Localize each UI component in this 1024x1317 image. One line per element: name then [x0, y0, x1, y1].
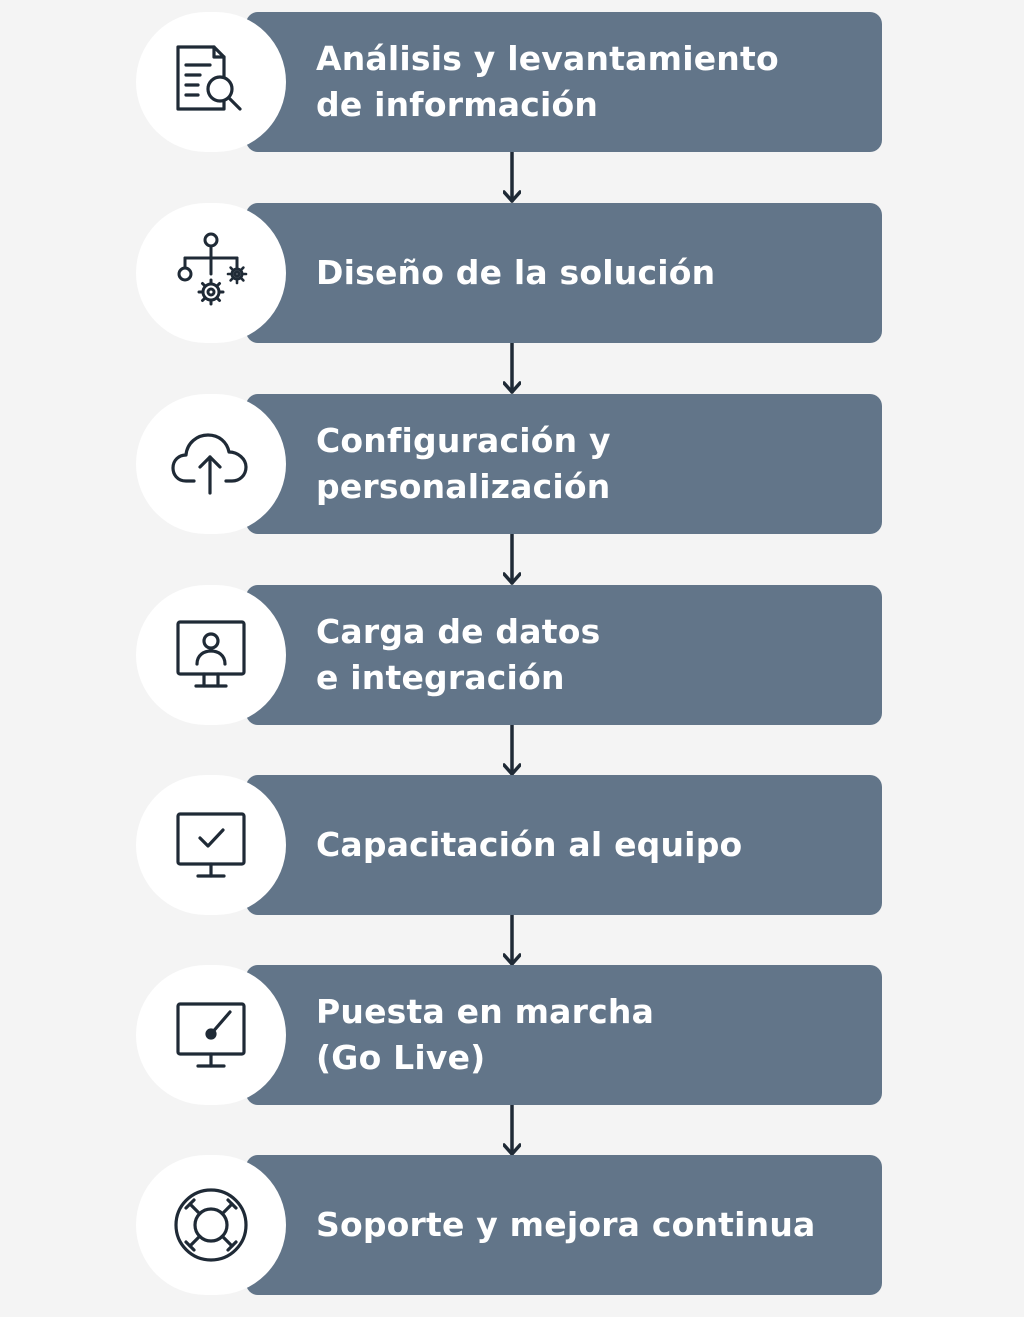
step-icon-circle [136, 965, 286, 1105]
cloud-upload-icon [171, 433, 248, 495]
step-label: Diseño de la solución [316, 203, 876, 343]
step-label: Configuración y personalización [316, 394, 876, 534]
hierarchy-gears-icon [177, 232, 248, 306]
step-label-line-2: (Go Live) [316, 1038, 486, 1077]
step-label-line-2: e integración [316, 658, 565, 697]
step-label: Puesta en marcha (Go Live) [316, 965, 876, 1105]
step-label: Análisis y levantamiento de información [316, 12, 876, 152]
step-icon-circle [136, 394, 286, 534]
step-label: Soporte y mejora continua [316, 1155, 876, 1295]
monitor-launch-icon [176, 1002, 246, 1068]
arrow-down-icon [503, 1105, 521, 1156]
step-6: Puesta en marcha (Go Live) [136, 965, 882, 1105]
step-label-line-2: de información [316, 85, 599, 124]
arrow-down-icon [503, 915, 521, 966]
step-bar [246, 1155, 882, 1295]
step-1: Análisis y levantamiento de información [136, 12, 882, 152]
step-bar [246, 394, 882, 534]
step-bar [246, 12, 882, 152]
step-icon-circle [136, 12, 286, 152]
arrow-down-icon [503, 343, 521, 394]
arrow-down-icon [503, 152, 521, 203]
step-bar [246, 775, 882, 915]
step-label-line-1: Puesta en marcha [316, 992, 655, 1031]
step-4: Carga de datos e integración [136, 585, 882, 725]
step-bar [246, 965, 882, 1105]
arrow-down-icon [503, 534, 521, 585]
step-icon-circle [136, 1155, 286, 1295]
step-label-line-1: Diseño de la solución [316, 253, 716, 292]
step-icon-circle [136, 203, 286, 343]
lifebuoy-icon [174, 1188, 248, 1262]
step-bar [246, 203, 882, 343]
step-7: Soporte y mejora continua [136, 1155, 882, 1295]
step-label: Carga de datos e integración [316, 585, 876, 725]
step-label-line-1: Soporte y mejora continua [316, 1205, 816, 1244]
step-icon-circle [136, 585, 286, 725]
step-2: Diseño de la solución [136, 203, 882, 343]
monitor-check-icon [176, 812, 246, 878]
step-3: Configuración y personalización [136, 394, 882, 534]
step-label-line-1: Carga de datos [316, 612, 601, 651]
step-bar [246, 585, 882, 725]
document-search-icon [176, 45, 242, 111]
step-label-line-1: Análisis y levantamiento [316, 39, 779, 78]
arrow-down-icon [503, 725, 521, 776]
step-icon-circle [136, 775, 286, 915]
step-label: Capacitación al equipo [316, 775, 876, 915]
step-label-line-1: Capacitación al equipo [316, 825, 743, 864]
step-label-line-2: personalización [316, 467, 611, 506]
monitor-user-icon [176, 620, 246, 688]
step-label-line-1: Configuración y [316, 421, 611, 460]
step-5: Capacitación al equipo [136, 775, 882, 915]
